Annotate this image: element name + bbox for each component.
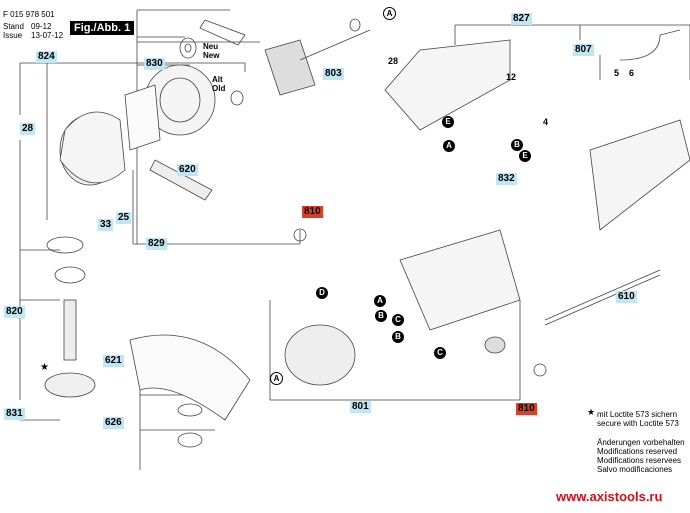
part-620[interactable]: 620 (177, 164, 198, 176)
marker-c: C (434, 347, 446, 359)
marker-b: B (511, 139, 523, 151)
part-831[interactable]: 831 (4, 408, 25, 420)
marker-c: C (392, 314, 404, 326)
issue-label: Issue (3, 31, 23, 40)
star-icon: ★ (587, 407, 596, 417)
part-33[interactable]: 33 (98, 219, 114, 231)
part-810-top[interactable]: 810 (302, 206, 323, 218)
note-mod-fr: Modifications reservees (597, 456, 682, 465)
part-5[interactable]: 5 (614, 68, 620, 78)
part-810-bottom[interactable]: 810 (516, 403, 537, 415)
part-827[interactable]: 827 (511, 13, 532, 25)
part-4[interactable]: 4 (543, 117, 549, 127)
marker-a: A (443, 140, 455, 152)
part-801[interactable]: 801 (350, 401, 371, 413)
part-832[interactable]: 832 (496, 173, 517, 185)
alt-label: Alt (212, 75, 223, 84)
note-loctite-en: secure with Loctite 573 (597, 419, 679, 428)
marker-a: A (374, 295, 386, 307)
part-12[interactable]: 12 (506, 72, 517, 82)
part-807[interactable]: 807 (573, 44, 594, 56)
marker-d: D (316, 287, 328, 299)
star-icon: ★ (40, 362, 49, 373)
stand-label: Stand (3, 22, 24, 31)
note-loctite-de: mit Loctite 573 sichern (597, 410, 678, 419)
new-label: New (203, 51, 220, 60)
marker-a: A (270, 372, 283, 385)
issue-value: 13-07-12 (31, 31, 64, 40)
marker-e: E (519, 150, 531, 162)
old-label: Old (212, 84, 226, 93)
part-829[interactable]: 829 (146, 238, 167, 250)
part-830[interactable]: 830 (144, 58, 165, 70)
watermark-url: www.axistools.ru (556, 489, 663, 504)
figure-label: Fig./Abb. 1 (70, 21, 135, 35)
part-28-top[interactable]: 28 (388, 56, 399, 66)
part-6[interactable]: 6 (629, 68, 635, 78)
note-mod-es: Salvo modificaciones (597, 465, 673, 474)
doc-number: F 015 978 501 (3, 10, 55, 19)
part-820[interactable]: 820 (4, 306, 25, 318)
marker-e: E (442, 116, 454, 128)
part-28-left[interactable]: 28 (20, 123, 36, 135)
part-610[interactable]: 610 (616, 291, 637, 303)
marker-b: B (392, 331, 404, 343)
part-803[interactable]: 803 (323, 68, 344, 80)
note-mod-en: Modifications reserved (597, 447, 678, 456)
part-824[interactable]: 824 (36, 51, 57, 63)
note-mod-de: Änderungen vorbehalten (597, 438, 685, 447)
part-25[interactable]: 25 (116, 212, 132, 224)
stand-value: 09-12 (31, 22, 52, 31)
marker-a: A (383, 7, 396, 20)
marker-b: B (375, 310, 387, 322)
part-621[interactable]: 621 (103, 355, 124, 367)
neu-label: Neu (203, 42, 219, 51)
part-626[interactable]: 626 (103, 417, 124, 429)
